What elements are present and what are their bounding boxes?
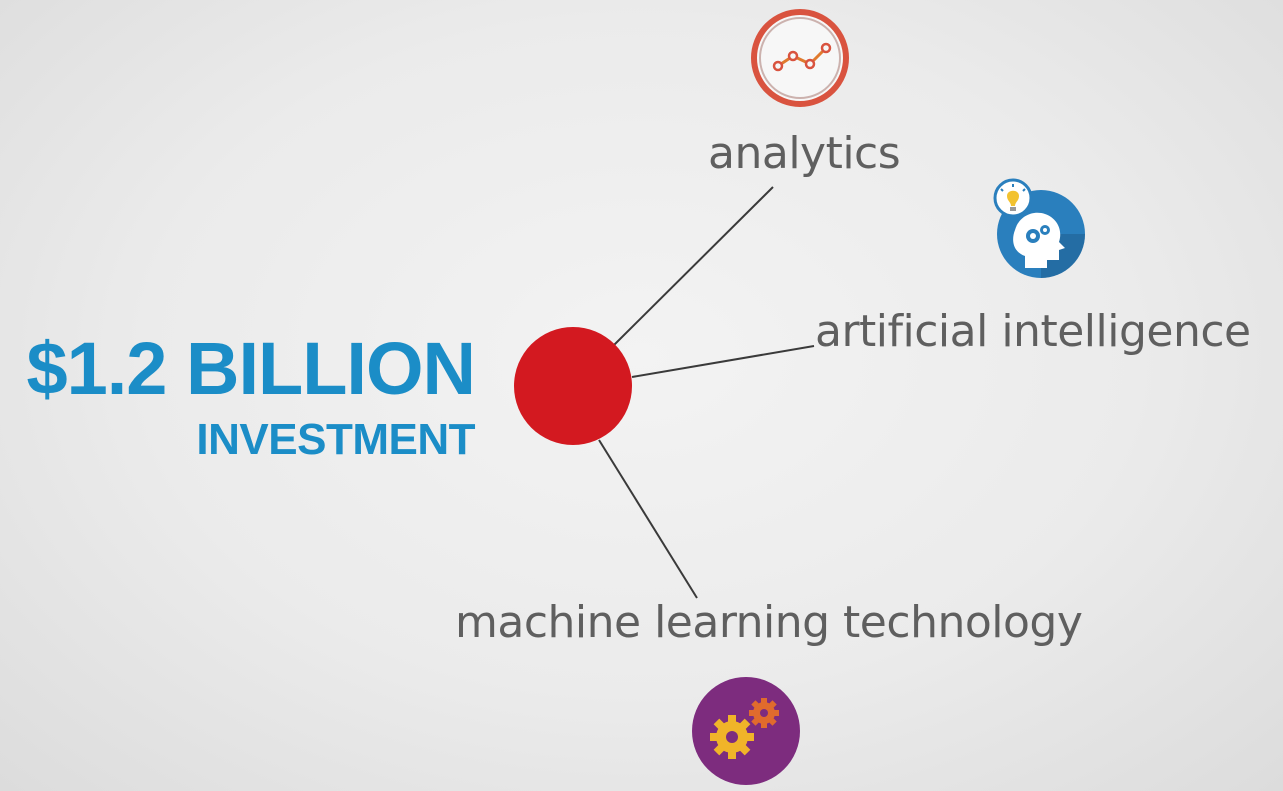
investment-amount: $1.2 BILLION bbox=[26, 327, 476, 410]
label-analytics: analytics bbox=[708, 128, 901, 179]
label-machine-learning-technology: machine learning technology bbox=[455, 597, 1083, 648]
head-gears-lightbulb-icon bbox=[993, 178, 1085, 278]
gears-icon bbox=[692, 677, 800, 785]
investment-subtitle: INVESTMENT bbox=[196, 415, 475, 464]
connector-machine-learning bbox=[598, 439, 698, 599]
hub-node bbox=[514, 327, 632, 445]
label-artificial-intelligence: artificial intelligence bbox=[815, 306, 1251, 357]
connector-artificial-intelligence bbox=[631, 345, 815, 378]
connector-analytics bbox=[613, 186, 774, 346]
line-chart-icon bbox=[751, 9, 849, 107]
